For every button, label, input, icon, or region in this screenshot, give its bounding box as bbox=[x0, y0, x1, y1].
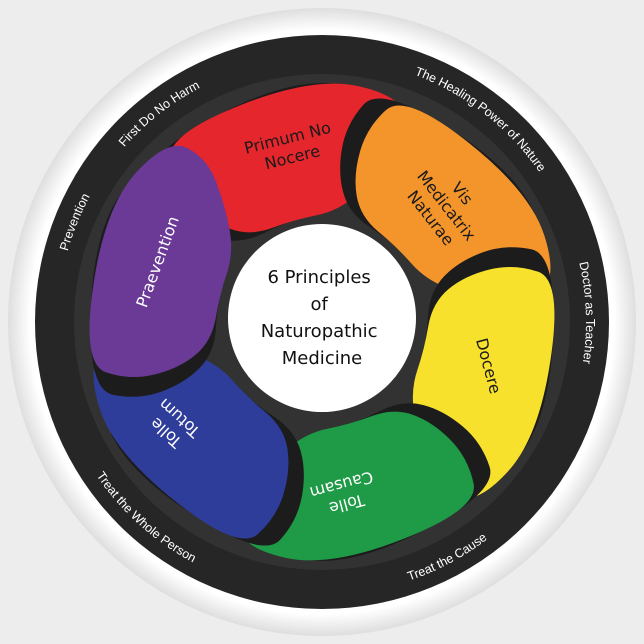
center-title-line-3: Naturopathic bbox=[261, 321, 378, 342]
principle-petals bbox=[89, 83, 555, 561]
petal-6 bbox=[89, 145, 232, 378]
center-title-line-4: Medicine bbox=[282, 348, 362, 369]
center-title: 6 Principles of Naturopathic Medicine bbox=[261, 267, 384, 369]
center-title-line-2: of bbox=[310, 294, 328, 315]
center-disc bbox=[228, 224, 416, 412]
center-title-line-1: 6 Principles bbox=[267, 267, 370, 288]
